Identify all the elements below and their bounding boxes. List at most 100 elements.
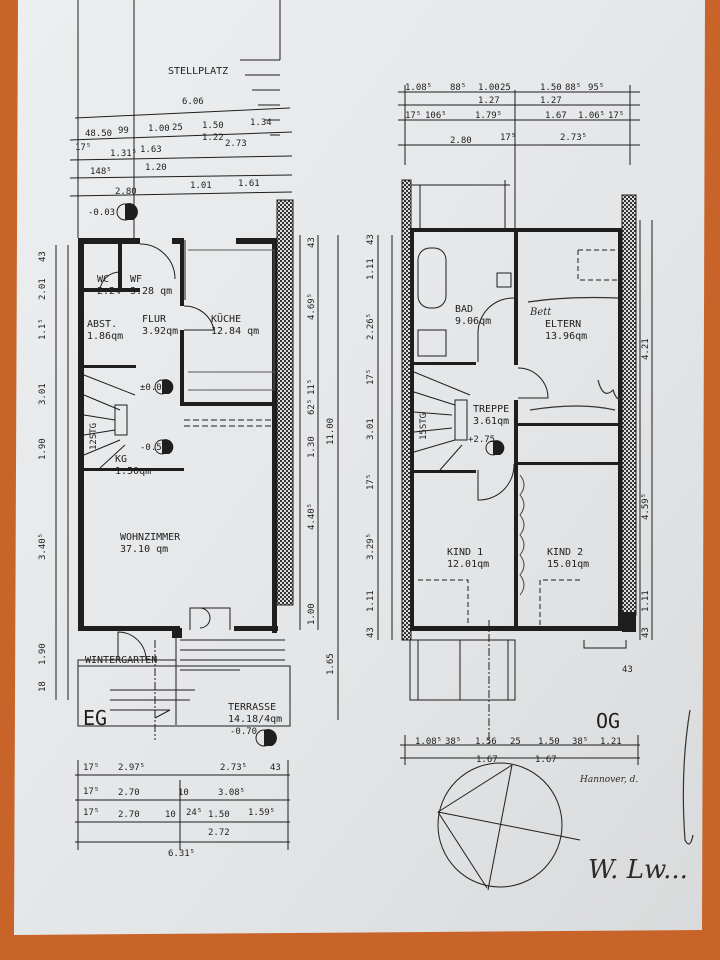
dimension-label: 11⁵ [307, 379, 317, 395]
room-area: 12.01qm [447, 559, 489, 570]
handwritten-signature: W. Lw... [588, 855, 688, 885]
dimension-label: 1.20 [145, 163, 167, 173]
dimension-label: 43 [270, 763, 281, 773]
room-area: 3.28 qm [130, 286, 172, 297]
dimension-label: 1.67 [535, 755, 557, 765]
dimension-label: 1.67 [476, 755, 498, 765]
room-area: 37.10 qm [120, 544, 168, 555]
dimension-label: 2.70 [118, 788, 140, 798]
dimension-label: 17⁵ [405, 111, 421, 121]
dimension-label: 1.08⁵ [405, 83, 432, 93]
dimension-label: 1.08⁵ [415, 737, 442, 747]
north-arrow-compass-icon [437, 762, 581, 891]
dimension-label: 25 [510, 737, 521, 747]
room-area: 3.92qm [142, 326, 178, 337]
dimension-label: 106⁵ [425, 111, 447, 121]
dimension-label: 43 [307, 237, 317, 248]
room-name: WC [97, 274, 109, 285]
dimension-label: 2.73 [225, 139, 247, 149]
room-name: BAD [455, 304, 473, 315]
dimension-label: 1.30 [307, 436, 317, 458]
dimension-label: 10 [178, 788, 189, 798]
level-value: +2.75 [468, 435, 495, 445]
dimension-label: 24⁵ [186, 808, 202, 818]
dimension-label: 1.50 [538, 737, 560, 747]
dimension-label: 1.31⁵ [110, 149, 137, 159]
dimension-label: 148⁵ [90, 167, 112, 177]
dimension-label: 1.50 [540, 83, 562, 93]
room-name: KIND 2 [547, 547, 583, 558]
dimension-label: 17⁵ [83, 808, 99, 818]
room-name: WINTERGARTEN [85, 655, 157, 666]
dimension-label: 1.11 [366, 590, 376, 612]
parking-hatch [240, 59, 280, 136]
dimension-label: 1.63 [140, 145, 162, 155]
dimension-label: 62⁵ [307, 399, 317, 415]
handwritten-marks [527, 296, 694, 845]
dimension-label: 88⁵ [565, 83, 581, 93]
dimension-label: 1.11 [641, 590, 651, 612]
dimension-label: 1.06⁵ [578, 111, 605, 121]
dimension-label: 1.61 [238, 179, 260, 189]
dimension-label: 43 [366, 627, 376, 638]
dimension-label: 1.00 [478, 83, 500, 93]
dimension-label: 25 [500, 83, 511, 93]
dimension-label: 2.70 [118, 810, 140, 820]
level-value: -0.55 [140, 443, 167, 453]
dimension-label: 3.08⁵ [218, 788, 245, 798]
parking-label: STELLPLATZ [168, 66, 228, 77]
dimension-label: 4.69⁵ [307, 293, 317, 320]
room-name: TERRASSE [228, 702, 276, 713]
dimension-label: 1.11 [366, 258, 376, 280]
dimension-label: 3.29⁵ [366, 533, 376, 560]
room-area: 2.24 [97, 286, 121, 297]
dimension-label: 2.26⁵ [366, 313, 376, 340]
dimension-label: 17⁵ [608, 111, 624, 121]
dimension-label: 1.50 [208, 810, 230, 820]
dimension-label: 43 [366, 234, 376, 245]
sink-icon [496, 272, 512, 288]
room-area: 12.84 qm [211, 326, 259, 337]
room-area: 9.06qm [455, 316, 491, 327]
dimension-label: 1.79⁵ [475, 111, 502, 121]
dimension-label: 17⁵ [83, 787, 99, 797]
dimension-label: 2.73⁵ [220, 763, 247, 773]
room-name: KIND 1 [447, 547, 483, 558]
dimension-label: 1.27 [540, 96, 562, 106]
room-area: 13.96qm [545, 331, 587, 342]
dimension-label: 3.01 [366, 418, 376, 440]
floor-label-eg: EG [83, 706, 107, 730]
room-area: 1.86qm [87, 331, 123, 342]
dimension-label: 10 [165, 810, 176, 820]
dimension-label: 2.80 [115, 187, 137, 197]
dimension-label: 2.72 [208, 828, 230, 838]
dimension-label: 38⁵ [445, 737, 461, 747]
level-value: -0.70 [230, 727, 257, 737]
terrace-hatch [110, 639, 285, 740]
level-value: -0.03 [88, 208, 115, 218]
dimension-label: 25 [172, 123, 183, 133]
dimension-label: 1.34 [250, 118, 272, 128]
dimension-label: 1.56 [475, 737, 497, 747]
dimension-label: 48.50 [85, 129, 112, 139]
dimension-label: 1.00 [307, 603, 317, 625]
dimension-label: 43 [641, 627, 651, 638]
room-area: 3.61qm [473, 416, 509, 427]
dimension-label: 6.31⁵ [168, 849, 195, 859]
dimension-label: 11.00 [326, 418, 336, 445]
room-name: WOHNZIMMER [120, 532, 181, 543]
dimension-label: 3.01 [38, 383, 48, 405]
shower-icon [417, 329, 447, 357]
dimension-label: 1.21 [600, 737, 622, 747]
dimension-label: 1.22 [202, 133, 224, 143]
room-name: ELTERN [545, 319, 581, 330]
dimension-label: 17⁵ [500, 133, 516, 143]
dimension-label: 88⁵ [450, 83, 466, 93]
room-name: TREPPE [473, 404, 509, 415]
dimension-label: 1.01 [190, 181, 212, 191]
dimension-label: 2.01 [38, 278, 48, 300]
dimension-label: 43 [622, 665, 633, 675]
og-stairs [413, 371, 471, 471]
